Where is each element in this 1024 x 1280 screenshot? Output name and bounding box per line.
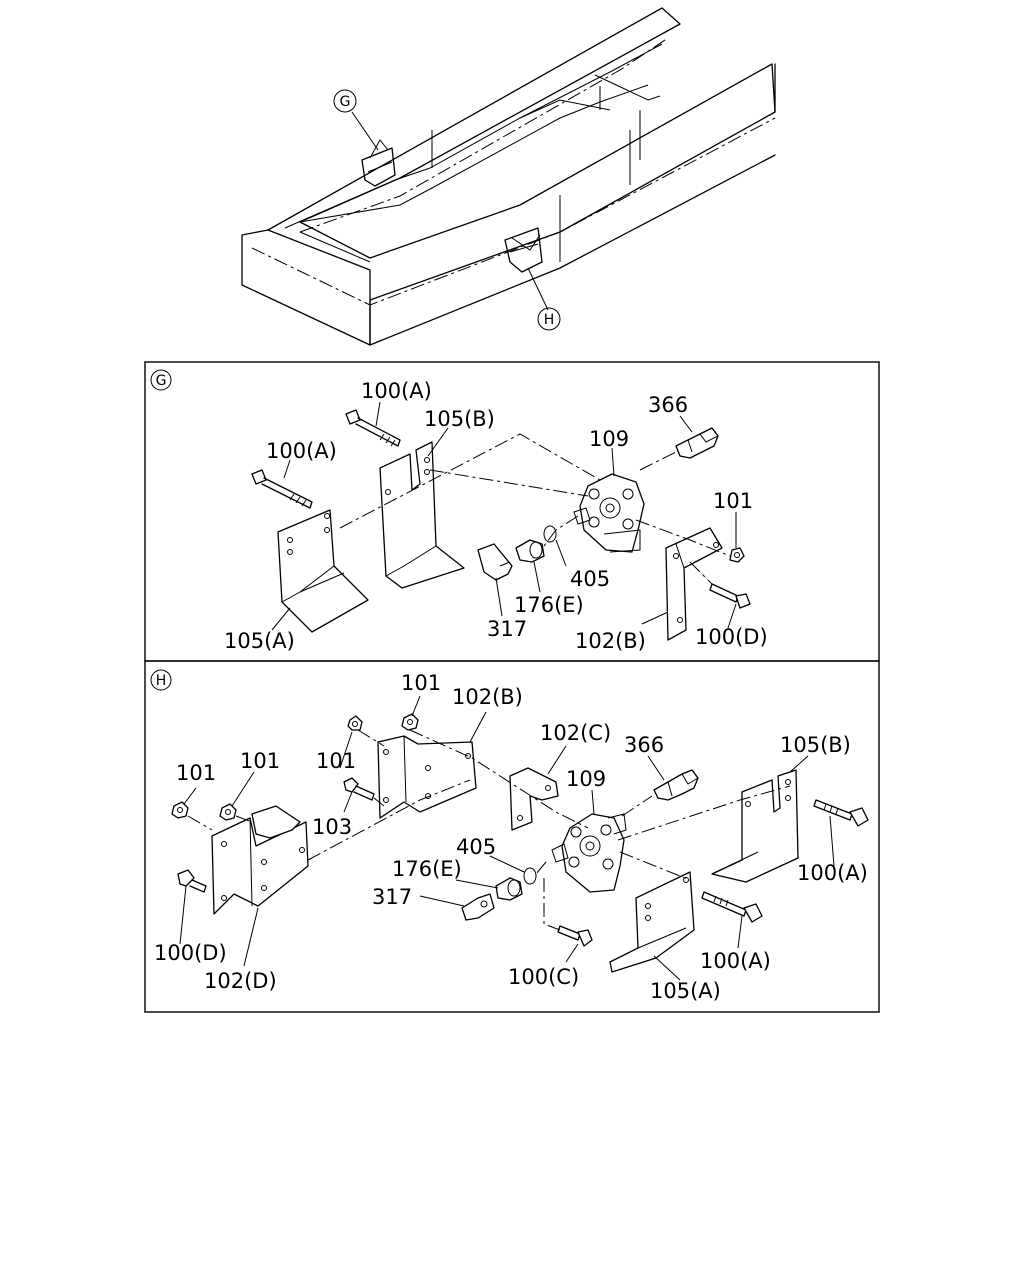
callout-h: H — [537, 307, 561, 331]
bolt-100c — [557, 925, 593, 947]
label-nut-101-h-left-a: 101 — [176, 761, 216, 785]
bracket-102b — [665, 527, 723, 641]
label-washer-405: 405 — [570, 567, 610, 591]
label-plug-176e-h: 176(E) — [392, 857, 462, 881]
bracket-105a-h — [609, 871, 695, 973]
label-bracket-105a-h: 105(A) — [650, 979, 721, 1003]
label-nut-101-h-left-b: 101 — [240, 749, 280, 773]
label-switch-366-h: 366 — [624, 733, 664, 757]
bolt-100a-h-right — [813, 799, 869, 827]
bolt-100d-h — [177, 869, 207, 893]
panel-h-tag: H — [156, 673, 167, 689]
nut-101-h-top — [401, 713, 419, 731]
plug-176e — [515, 539, 545, 563]
nut-101-h-left-a — [171, 801, 189, 819]
chassis-frame-overview — [241, 7, 776, 346]
elbow-317 — [477, 543, 513, 581]
elbow-317-h — [461, 893, 495, 921]
label-bolt-100a-upper: 100(A) — [361, 379, 432, 403]
label-elbow-317-h: 317 — [372, 885, 412, 909]
label-nut-101: 101 — [713, 489, 753, 513]
bracket-105b-h — [711, 769, 799, 883]
valve-109 — [573, 473, 645, 553]
label-switch-366: 366 — [648, 393, 688, 417]
label-bracket-102c: 102(C) — [540, 721, 611, 745]
callout-g: G — [333, 89, 357, 113]
switch-366-h — [653, 769, 699, 801]
bolt-100a-upper — [345, 409, 401, 447]
washer-405 — [543, 525, 557, 543]
label-valve-109: 109 — [589, 427, 629, 451]
label-plug-176e: 176(E) — [514, 593, 584, 617]
panel-g-tag: G — [156, 373, 167, 389]
label-nut-101-h-mid: 101 — [316, 749, 356, 773]
valve-109-h — [551, 813, 627, 893]
label-bolt-103: 103 — [312, 815, 352, 839]
label-washer-405-h: 405 — [456, 835, 496, 859]
bolt-100a-h-lower — [701, 891, 763, 923]
panel-h: H — [144, 660, 880, 1013]
bracket-102b-h — [377, 735, 477, 819]
label-valve-109-h: 109 — [566, 767, 606, 791]
label-bracket-105b: 105(B) — [424, 407, 495, 431]
label-bracket-105b-h: 105(B) — [780, 733, 851, 757]
bracket-105a — [277, 509, 369, 633]
bolt-100d — [709, 583, 751, 609]
callout-g-label: G — [340, 94, 351, 110]
panel-g: G — [144, 361, 880, 662]
label-bolt-100d-h: 100(D) — [154, 941, 227, 965]
label-elbow-317: 317 — [487, 617, 527, 641]
label-bracket-105a: 105(A) — [224, 629, 295, 653]
nut-101 — [729, 547, 745, 563]
bolt-103 — [343, 777, 375, 801]
bracket-102d — [211, 805, 309, 915]
label-bolt-100a-h-lower: 100(A) — [700, 949, 771, 973]
label-bracket-102d: 102(D) — [204, 969, 277, 993]
plug-176e-h — [495, 877, 523, 901]
label-bolt-100a-h-right: 100(A) — [797, 861, 868, 885]
label-bolt-100d: 100(D) — [695, 625, 768, 649]
switch-366 — [675, 427, 719, 459]
nut-101-h-mid — [347, 715, 363, 731]
bracket-105b — [379, 441, 465, 589]
bolt-100a-left — [251, 469, 313, 509]
label-bolt-100a-left: 100(A) — [266, 439, 337, 463]
label-bracket-102b-h: 102(B) — [452, 685, 523, 709]
nut-101-h-left-b — [219, 803, 237, 821]
label-nut-101-h-top: 101 — [401, 671, 441, 695]
label-bolt-100c: 100(C) — [508, 965, 579, 989]
washer-405-h — [523, 867, 537, 885]
bracket-102c — [509, 767, 559, 831]
label-bracket-102b: 102(B) — [575, 629, 646, 653]
callout-h-label: H — [544, 312, 555, 328]
